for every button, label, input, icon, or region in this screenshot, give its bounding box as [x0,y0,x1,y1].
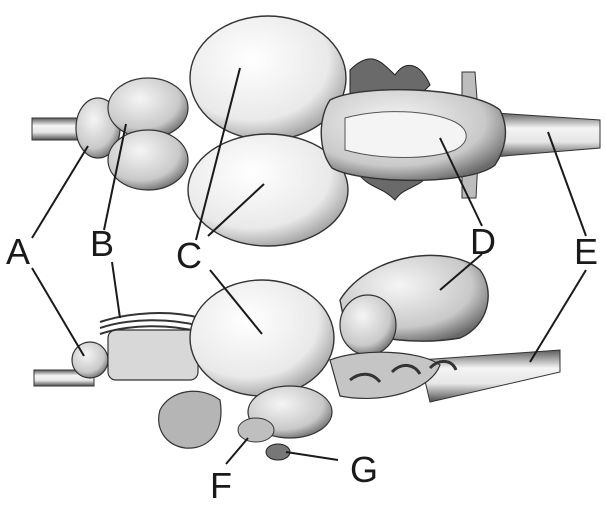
dorsal-view [32,16,600,246]
label-g: G [350,452,378,488]
leader-f [226,438,248,464]
leader-a-top [32,146,88,238]
leader-b-bottom [112,262,120,318]
lateral-olfactory-bulb [72,342,108,378]
lateral-hemisphere [190,280,334,396]
lateral-view [34,255,560,460]
lateral-olfactory-tract [108,330,198,380]
lateral-nerve-bundle [159,391,221,448]
label-d: D [470,224,496,260]
label-e: E [574,234,598,270]
lateral-optic-lobe [340,295,396,355]
label-a: A [6,234,30,270]
leader-g [286,452,338,460]
label-b: B [90,226,114,262]
label-f: F [210,468,232,504]
lateral-infundibulum [238,418,274,442]
dorsal-olfactory-lobe-lower [108,130,188,190]
dorsal-olfactory-lobe-upper [108,78,188,138]
label-c: C [176,238,202,274]
leader-a-bottom [32,268,84,356]
leader-e-bottom [530,270,586,362]
lateral-brainstem [330,352,440,398]
lateral-spinal-cord [420,350,560,402]
